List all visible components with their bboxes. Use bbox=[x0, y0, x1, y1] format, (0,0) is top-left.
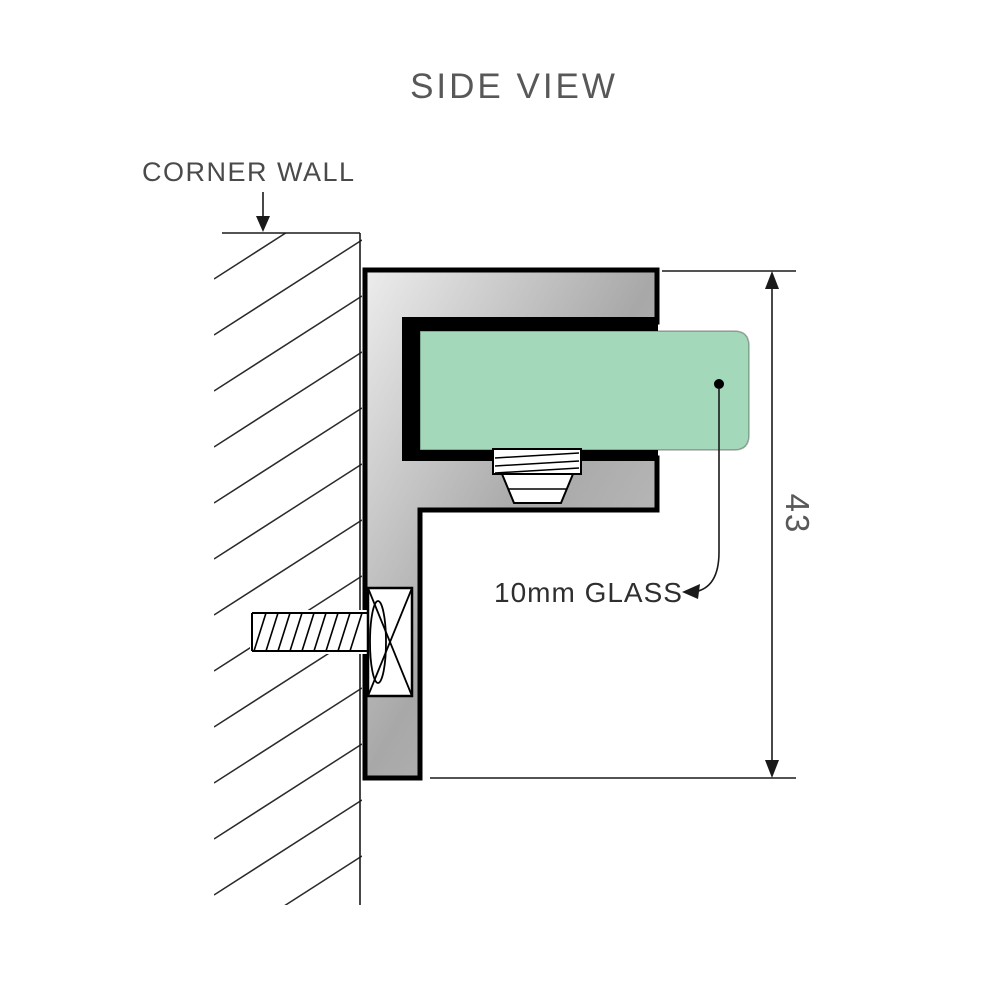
glass-leader-line bbox=[682, 379, 724, 599]
wall-line bbox=[222, 232, 361, 905]
dimension-43: 43 bbox=[430, 270, 816, 779]
dimension-value: 43 bbox=[779, 494, 816, 535]
corner-wall-arrow bbox=[256, 192, 270, 232]
screw-head bbox=[366, 586, 414, 698]
grub-screw bbox=[492, 448, 582, 504]
drawing-title: SIDE VIEW bbox=[410, 67, 618, 106]
screw-threads bbox=[253, 612, 363, 652]
wall-fixing-screw bbox=[250, 586, 414, 698]
corner-wall-label: CORNER WALL bbox=[142, 157, 356, 187]
glass-callout-label: 10mm GLASS bbox=[494, 577, 683, 608]
wall-section-hatching bbox=[214, 233, 362, 905]
glass-panel bbox=[419, 330, 750, 451]
